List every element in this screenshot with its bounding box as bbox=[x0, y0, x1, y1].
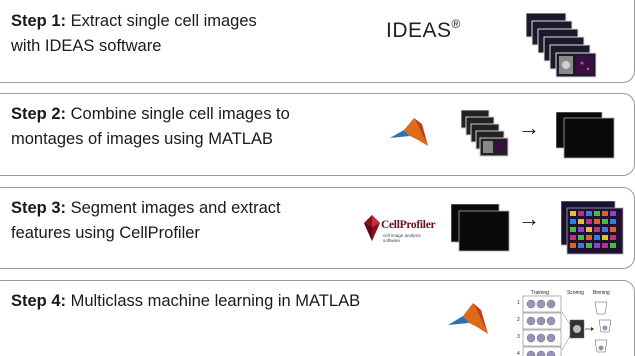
step-2-label: Step 2: bbox=[11, 105, 67, 123]
step-3-label: Step 3: bbox=[11, 199, 67, 217]
ml-workflow-figure: Training Scoring Binning 1 2 3 4 bbox=[515, 290, 625, 356]
step-3-arrow: → bbox=[518, 206, 540, 231]
matlab-logo-icon bbox=[448, 303, 488, 334]
cellprofiler-subtext: cell image analysis software bbox=[383, 233, 421, 243]
matlab-logo-icon bbox=[390, 118, 428, 146]
step-1-line1: Extract single cell images bbox=[66, 12, 257, 30]
ideas-logo-text: IDEAS bbox=[386, 19, 452, 42]
step-4-line1: Multiclass machine learning in MATLAB bbox=[66, 292, 361, 310]
training-header: Training bbox=[531, 290, 549, 296]
row-number-4: 4 bbox=[517, 351, 520, 356]
step-2-panel: Step 2: Combine single cell images to mo… bbox=[0, 93, 635, 176]
cell-image-stack-icon bbox=[461, 110, 509, 157]
cellprofiler-wordmark: CellProfiler bbox=[381, 219, 436, 231]
step-1-text: Step 1: Extract single cell images with … bbox=[11, 9, 257, 59]
step-2-arrow: → bbox=[518, 115, 540, 140]
ideas-logo-mark: ® bbox=[451, 17, 461, 31]
step-1-label: Step 1: bbox=[11, 12, 67, 30]
row-number-3: 3 bbox=[517, 334, 520, 340]
montage-image-icon bbox=[556, 112, 615, 159]
binning-header: Binning bbox=[593, 290, 610, 296]
ideas-logo: IDEAS® bbox=[386, 17, 461, 43]
step-1-panel: Step 1: Extract single cell images with … bbox=[0, 0, 635, 83]
segmented-montage-icon bbox=[561, 201, 624, 255]
step-2-line1: Combine single cell images to bbox=[66, 105, 290, 123]
scoring-header: Scoring bbox=[567, 290, 584, 296]
step-3-line2: features using CellProfiler bbox=[11, 224, 200, 242]
cellprofiler-logo: CellProfiler cell image analysis softwar… bbox=[361, 211, 436, 247]
step-3-line1: Segment images and extract bbox=[66, 199, 281, 217]
step-4-text: Step 4: Multiclass machine learning in M… bbox=[11, 289, 360, 314]
ml-workflow-diagram bbox=[522, 295, 612, 356]
step-1-line2: with IDEAS software bbox=[11, 37, 162, 55]
step-3-text: Step 3: Segment images and extract featu… bbox=[11, 196, 281, 246]
row-number-1: 1 bbox=[517, 300, 520, 306]
segmented-cells bbox=[570, 211, 616, 248]
montage-input-icon bbox=[451, 204, 510, 252]
image-stack bbox=[526, 13, 597, 78]
step-2-text: Step 2: Combine single cell images to mo… bbox=[11, 102, 290, 152]
cellprofiler-mark-icon bbox=[364, 215, 380, 241]
step-4-label: Step 4: bbox=[11, 292, 67, 310]
step-4-panel: Step 4: Multiclass machine learning in M… bbox=[0, 280, 635, 356]
step-3-panel: Step 3: Segment images and extract featu… bbox=[0, 187, 635, 269]
step-2-line2: montages of images using MATLAB bbox=[11, 130, 273, 148]
single-cell-image-stack-icon bbox=[526, 13, 597, 78]
row-number-2: 2 bbox=[517, 317, 520, 323]
